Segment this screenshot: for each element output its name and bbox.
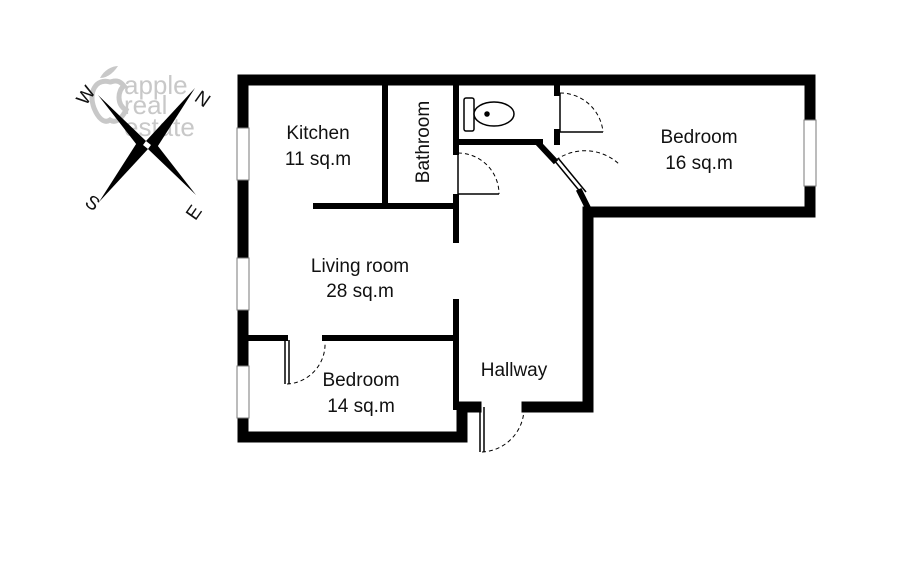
compass-needle-north-icon — [146, 88, 195, 149]
wall-bedroom-diagonal-lower — [575, 187, 595, 217]
brand-logo: apple real estate — [89, 66, 195, 142]
compass-needle-east-icon — [148, 141, 196, 195]
compass-letter-south: S — [81, 191, 103, 215]
bedroom-large-area: 16 sq.m — [665, 153, 733, 174]
windows — [236, 119, 817, 419]
logo-leaf-icon — [100, 66, 118, 78]
compass-letter-east: E — [182, 202, 206, 224]
compass-letter-north: N — [191, 87, 214, 112]
walls — [237, 74, 816, 443]
door-bedroom-large-leaf-inner — [557, 157, 587, 193]
window-bedroom-large — [803, 119, 817, 187]
living-room-name: Living room — [311, 256, 409, 277]
door-bedroom-large-leaf — [553, 159, 583, 195]
bedroom-small-name: Bedroom — [322, 370, 399, 391]
living-room-area: 28 sq.m — [326, 281, 394, 302]
exterior-wall-west — [237, 74, 482, 443]
exterior-wall — [237, 74, 816, 413]
window-kitchen — [236, 127, 250, 181]
logo-line-apple: apple — [124, 70, 188, 100]
logo-line-real: real — [124, 90, 167, 120]
toilet-icon — [463, 97, 515, 132]
window-living-room — [236, 257, 250, 311]
hallway-name: Hallway — [481, 360, 548, 381]
kitchen-area: 11 sq.m — [285, 149, 351, 170]
door-entrance-swing — [481, 408, 525, 453]
compass-needle-south-icon — [99, 141, 148, 202]
kitchen-name: Kitchen — [286, 123, 349, 144]
room-labels: Kitchen 11 sq.m Bathroom Bedroom 16 sq.m… — [285, 101, 738, 417]
door-bedroom-small-swing — [286, 341, 326, 385]
wall-bedroom-diagonal — [535, 140, 559, 165]
bedroom-large-name: Bedroom — [660, 127, 737, 148]
bedroom-small-area: 14 sq.m — [327, 396, 395, 417]
compass-needle-west-icon — [98, 95, 146, 149]
doors — [284, 92, 621, 453]
door-toilet-swing — [559, 92, 604, 133]
logo-apple-icon — [89, 78, 130, 124]
door-bedroom-large-swing — [555, 150, 621, 166]
window-bedroom-small — [236, 365, 250, 419]
door-bathroom-swing — [457, 152, 500, 195]
bathroom-name: Bathroom — [413, 101, 434, 183]
